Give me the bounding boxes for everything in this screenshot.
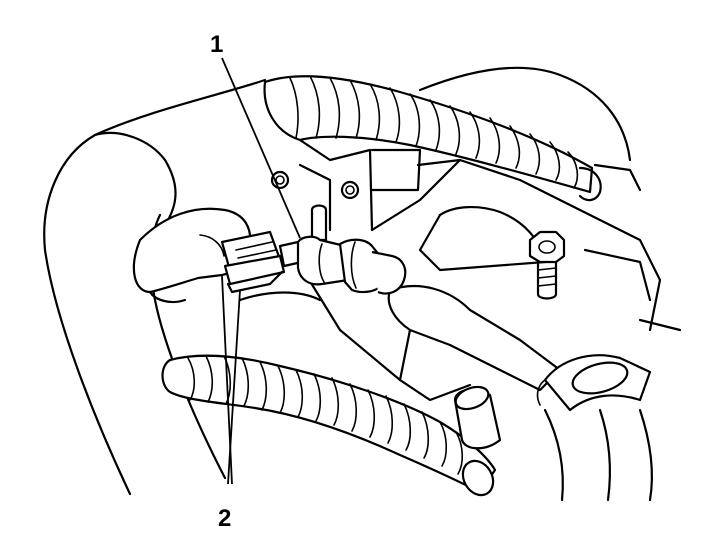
lower-wiring-harness [161,354,497,497]
bolt [528,230,566,300]
sensor [296,235,407,295]
housing-panels [298,66,682,332]
callout-2: 2 [218,505,231,532]
electrical-connector [220,230,304,294]
small-nuts [270,170,360,200]
capped-tube [453,385,502,450]
right-tube [536,354,654,502]
bracket-arm [238,263,562,402]
callout-1: 1 [210,31,223,58]
upper-wiring-harness [263,75,602,202]
leader-line-1 [221,57,301,239]
post [310,204,328,242]
leader-lines [221,57,301,485]
leader-line-2b [221,275,233,485]
